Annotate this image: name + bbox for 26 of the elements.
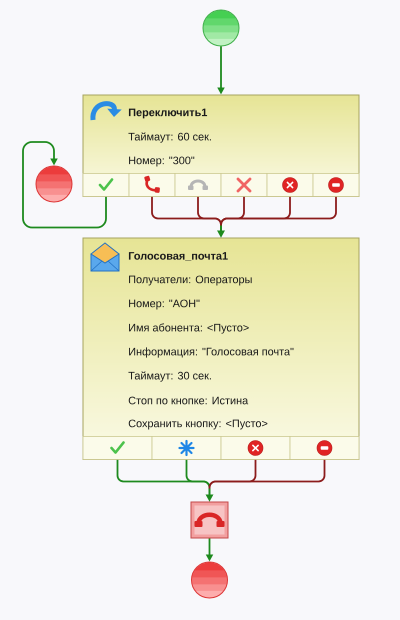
port-cell	[82, 173, 130, 197]
property-text: Сохранить кнопку: <Пусто>	[128, 420, 268, 430]
property-text: Таймаут: 60 сек.	[128, 132, 211, 143]
port-cell	[220, 436, 290, 460]
port-cell	[312, 173, 360, 197]
end-circle	[36, 166, 72, 202]
property-text: Номер: "300"	[129, 156, 194, 166]
port-cell	[220, 173, 268, 197]
arrow	[22, 141, 107, 228]
box-title: Переключить1	[128, 108, 208, 118]
port-cell	[290, 436, 360, 460]
property-text: Таймаут: 30 сек.	[128, 371, 211, 382]
property-text: Номер: "АОН"	[129, 300, 200, 310]
start-circle	[202, 10, 240, 46]
property-text: Получатели: Операторы	[129, 276, 252, 286]
box-title: Голосовая_почта1	[128, 252, 228, 261]
action-box	[190, 502, 228, 538]
port-cell	[128, 173, 176, 197]
port-cell	[82, 436, 152, 460]
end-circle	[191, 562, 228, 598]
port-cell	[152, 436, 222, 460]
property-text: Информация: "Голосовая почта"	[129, 347, 294, 358]
port-cell	[174, 173, 222, 197]
property-text: Имя абонента: <Пусто>	[129, 323, 249, 334]
port-cell	[266, 173, 314, 197]
property-text: Стоп по кнопке: Истина	[128, 396, 248, 404]
